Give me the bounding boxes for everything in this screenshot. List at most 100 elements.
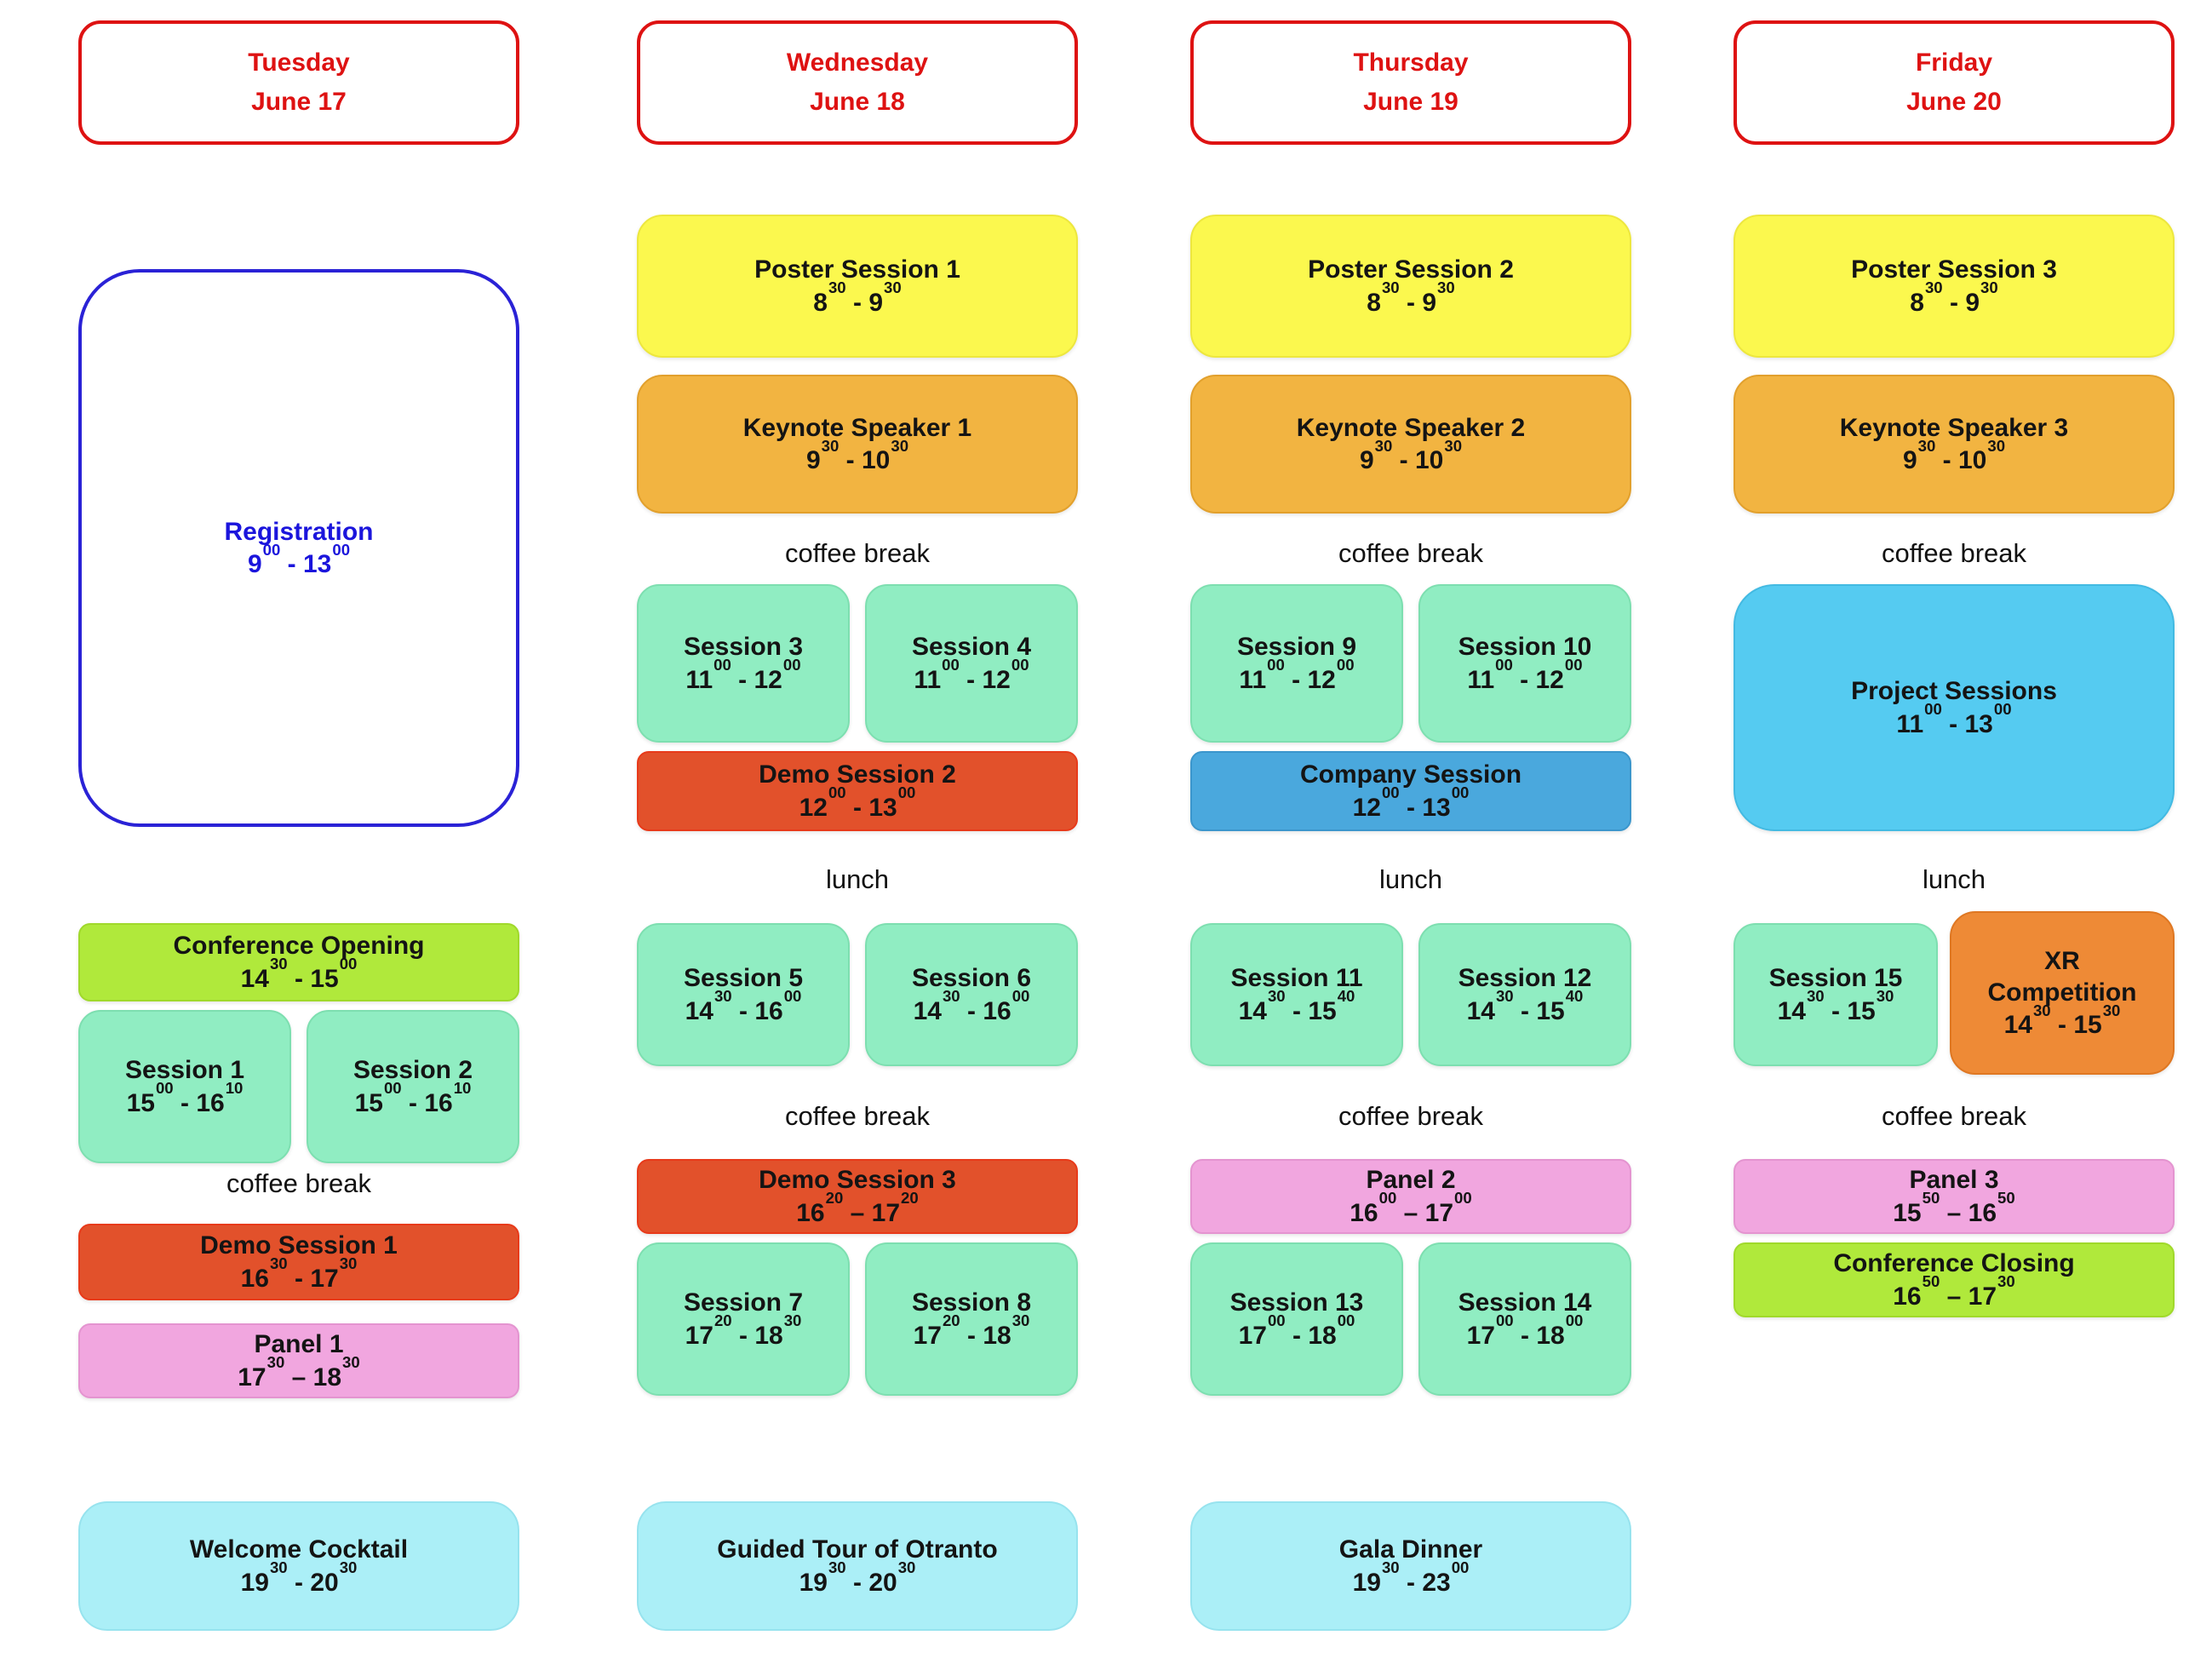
time-start-min: 00 (1267, 1311, 1286, 1330)
time-end-min: 00 (1451, 1558, 1470, 1577)
event-time: 1100 - 1300 (1896, 700, 2011, 740)
event-time: 1630 - 1730 (241, 1254, 358, 1294)
event-panel-2: Panel 2 1600 – 1700 (1190, 1159, 1631, 1234)
event-title: Session 13 (1229, 1288, 1364, 1317)
event-conference-opening: Conference Opening 1430 - 1500 (78, 923, 519, 1001)
event-demo-session-3: Demo Session 3 1620 – 1720 (637, 1159, 1078, 1234)
event-time: 1700 - 1800 (1238, 1311, 1355, 1351)
event-time: 1100 - 1200 (914, 656, 1029, 696)
time-end-hour: 9 (1965, 288, 1980, 317)
time-end-hour: 18 (754, 1321, 783, 1350)
time-separator: - (287, 964, 311, 993)
time-start-min: 30 (1381, 1558, 1400, 1577)
day-header-friday: Friday June 20 (1733, 20, 2175, 145)
time-end-min: 00 (782, 656, 801, 674)
event-time: 1720 - 1830 (914, 1311, 1030, 1351)
coffee-break-label: coffee break (1881, 538, 2027, 568)
event-title: Keynote Speaker 2 (1296, 413, 1526, 442)
time-start-hour: 17 (1238, 1321, 1267, 1350)
time-start-hour: 8 (813, 288, 828, 317)
coffee-break-label: coffee break (1881, 1101, 2027, 1131)
column-thursday: Thursday June 19 Poster Session 2 830 - … (1190, 0, 1631, 1664)
event-time: 1430 - 1540 (1467, 987, 1584, 1027)
day-date: June 19 (1363, 88, 1458, 116)
coffee-break-label: coffee break (226, 1168, 372, 1198)
event-title: Session 3 (683, 633, 804, 662)
time-start-hour: 19 (1352, 1568, 1381, 1597)
time-end-hour: 23 (1422, 1568, 1451, 1597)
time-end-min: 00 (1011, 656, 1029, 674)
time-end-hour: 10 (1414, 446, 1444, 474)
event-time: 1430 - 1540 (1239, 987, 1355, 1027)
event-title: Demo Session 2 (759, 760, 956, 789)
time-start-hour: 19 (240, 1568, 269, 1597)
time-end-min: 30 (1437, 278, 1455, 297)
time-end-hour: 16 (1968, 1198, 1997, 1227)
time-end-min: 30 (1997, 1272, 2015, 1291)
event-session-6: Session 6 1430 - 1600 (865, 923, 1078, 1066)
event-keynote-speaker-2: Keynote Speaker 2 930 - 1030 (1190, 375, 1631, 514)
time-start-min: 00 (1495, 1311, 1514, 1330)
event-time: 1600 – 1700 (1350, 1189, 1471, 1229)
time-end-hour: 16 (983, 996, 1011, 1025)
event-project-sessions: Project Sessions 1100 - 1300 (1733, 584, 2175, 831)
time-start-hour: 17 (238, 1363, 266, 1391)
event-time: 930 - 1030 (806, 437, 908, 476)
column-wednesday: Wednesday June 18 Poster Session 1 830 -… (637, 0, 1078, 1664)
time-start-min: 30 (1267, 987, 1286, 1006)
event-time: 1430 - 1600 (685, 987, 802, 1027)
event-title: Session 8 (911, 1288, 1032, 1317)
event-registration: Registration 900 - 1300 (78, 269, 519, 827)
event-title: Session 14 (1458, 1288, 1592, 1317)
event-title: Session 15 (1768, 964, 1903, 993)
event-guided-tour: Guided Tour of Otranto 1930 - 2030 (637, 1501, 1078, 1631)
time-separator: - (731, 665, 754, 694)
time-start-min: 20 (825, 1189, 844, 1208)
time-separator: - (959, 665, 983, 694)
time-end-hour: 13 (302, 550, 332, 578)
time-start-hour: 17 (685, 1321, 713, 1350)
time-end-hour: 17 (1424, 1198, 1454, 1227)
time-end-hour: 17 (1968, 1282, 1997, 1311)
time-start-hour: 15 (126, 1088, 155, 1117)
time-start-min: 00 (262, 540, 281, 559)
time-start-min: 00 (1267, 656, 1285, 674)
event-time: 1430 - 1530 (1778, 987, 1894, 1027)
coffee-break-label: coffee break (1338, 538, 1484, 568)
event-poster-session-2: Poster Session 2 830 - 930 (1190, 215, 1631, 358)
time-end-min: 00 (1564, 656, 1583, 674)
event-time: 1730 – 1830 (238, 1353, 359, 1393)
time-end-min: 30 (783, 1311, 802, 1330)
time-separator: - (1942, 288, 1966, 317)
time-end-hour: 9 (1422, 288, 1437, 317)
time-end-min: 30 (1444, 436, 1463, 455)
event-session-5: Session 5 1430 - 1600 (637, 923, 850, 1066)
time-end-hour: 15 (1847, 996, 1876, 1025)
event-title: Registration (224, 517, 374, 546)
time-separator: - (1284, 665, 1308, 694)
time-end-hour: 13 (868, 793, 897, 822)
event-title: Session 9 (1236, 633, 1357, 662)
time-start-hour: 8 (1910, 288, 1924, 317)
coffee-break-label: coffee break (1338, 1101, 1484, 1131)
time-start-hour: 14 (2003, 1011, 2032, 1040)
event-time: 1200 - 1300 (799, 783, 916, 823)
time-end-hour: 16 (424, 1088, 453, 1117)
event-time: 1650 – 1730 (1893, 1272, 2014, 1312)
event-time: 1430 - 1600 (914, 987, 1030, 1027)
event-time: 830 - 930 (813, 278, 901, 318)
event-session-11: Session 11 1430 - 1540 (1190, 923, 1403, 1066)
time-start-min: 30 (1806, 987, 1825, 1006)
time-start-min: 30 (821, 436, 840, 455)
day-header-wednesday: Wednesday June 18 (637, 20, 1078, 145)
time-separator: - (1399, 288, 1423, 317)
time-start-hour: 12 (799, 793, 828, 822)
event-session-1: Session 1 1500 - 1610 (78, 1010, 291, 1163)
event-title: XR Competition (1987, 946, 2137, 1007)
event-session-10: Session 10 1100 - 1200 (1418, 584, 1631, 743)
event-time: 830 - 930 (1910, 278, 1997, 318)
time-end-min: 30 (342, 1353, 360, 1372)
event-title: Gala Dinner (1338, 1535, 1483, 1564)
event-title: Demo Session 1 (200, 1231, 398, 1260)
event-session-13: Session 13 1700 - 1800 (1190, 1242, 1403, 1396)
